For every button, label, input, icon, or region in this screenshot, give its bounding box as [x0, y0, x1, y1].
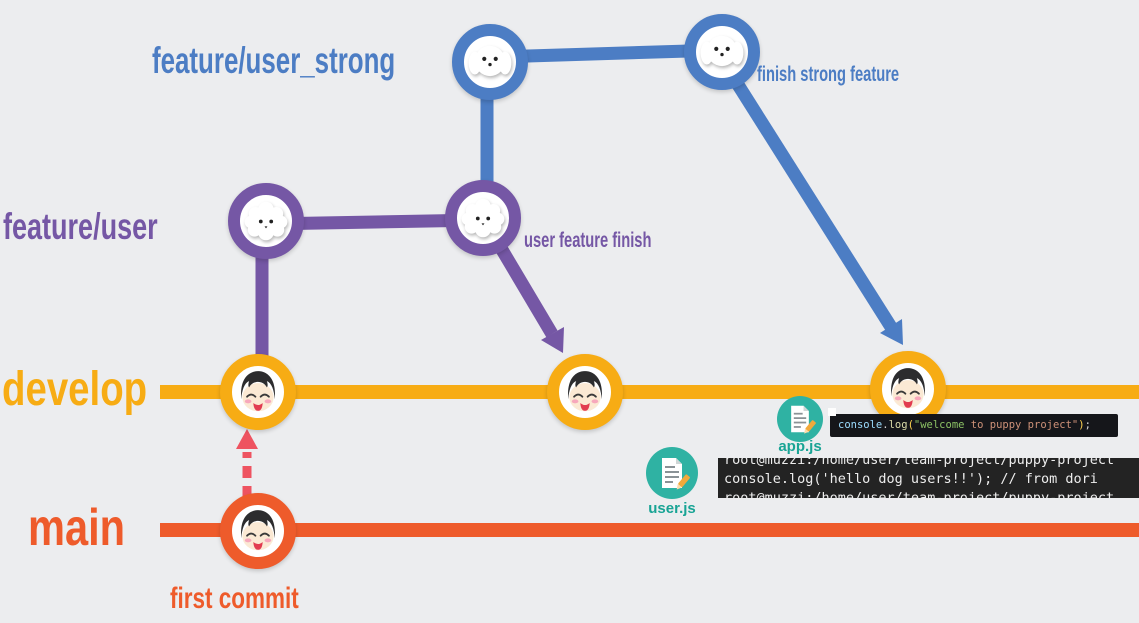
app-js-file-icon	[777, 396, 823, 442]
main-to-develop-arrow-head	[236, 429, 258, 449]
user-js-file-icon	[646, 447, 698, 499]
person-avatar-icon	[241, 371, 275, 412]
merge-user-arrow-head	[541, 327, 564, 353]
merge-strong-arrow-shaft	[729, 76, 897, 331]
code-cursor	[828, 408, 836, 416]
commit-node-strong-2	[684, 14, 760, 90]
poodle-dog-face-icon	[244, 201, 288, 241]
app-js-code-snippet: console.log("welcome to puppy project");	[830, 414, 1118, 437]
poodle-dog-face-icon	[461, 198, 505, 238]
puppy-dog-face-icon	[700, 35, 744, 67]
annotation-user-feature-finish: user feature finish	[524, 229, 652, 252]
person-avatar-icon	[241, 510, 275, 551]
terminal-window: root@muzzi:/home/user/team-project/puppy…	[718, 458, 1139, 498]
app-js-file-label: app.js	[778, 438, 822, 455]
commit-node-user-1	[228, 183, 304, 259]
terminal-lines: root@muzzi:/home/user/team-project/puppy…	[724, 458, 1115, 498]
commit-node-main-1	[220, 493, 296, 569]
person-avatar-icon	[891, 368, 925, 409]
merge-user-arrow-shaft	[489, 234, 558, 338]
branch-label-main: main	[28, 499, 126, 557]
branch-label-feature-user: feature/user	[3, 206, 158, 247]
commit-node-develop-2	[547, 354, 623, 430]
annotation-finish-strong-feature: finish strong feature	[757, 63, 900, 86]
branch-label-feature-user-strong: feature/user_strong	[152, 40, 396, 81]
person-avatar-icon	[568, 371, 602, 412]
user-js-file-label: user.js	[648, 500, 696, 517]
commit-node-develop-1	[220, 354, 296, 430]
merge-strong-arrow-head	[880, 319, 903, 345]
commit-node-strong-1	[452, 24, 528, 100]
commit-node-user-2	[445, 180, 521, 256]
branch-label-develop: develop	[2, 363, 148, 416]
annotation-first-commit: first commit	[170, 582, 299, 615]
puppy-dog-face-icon	[468, 45, 512, 77]
